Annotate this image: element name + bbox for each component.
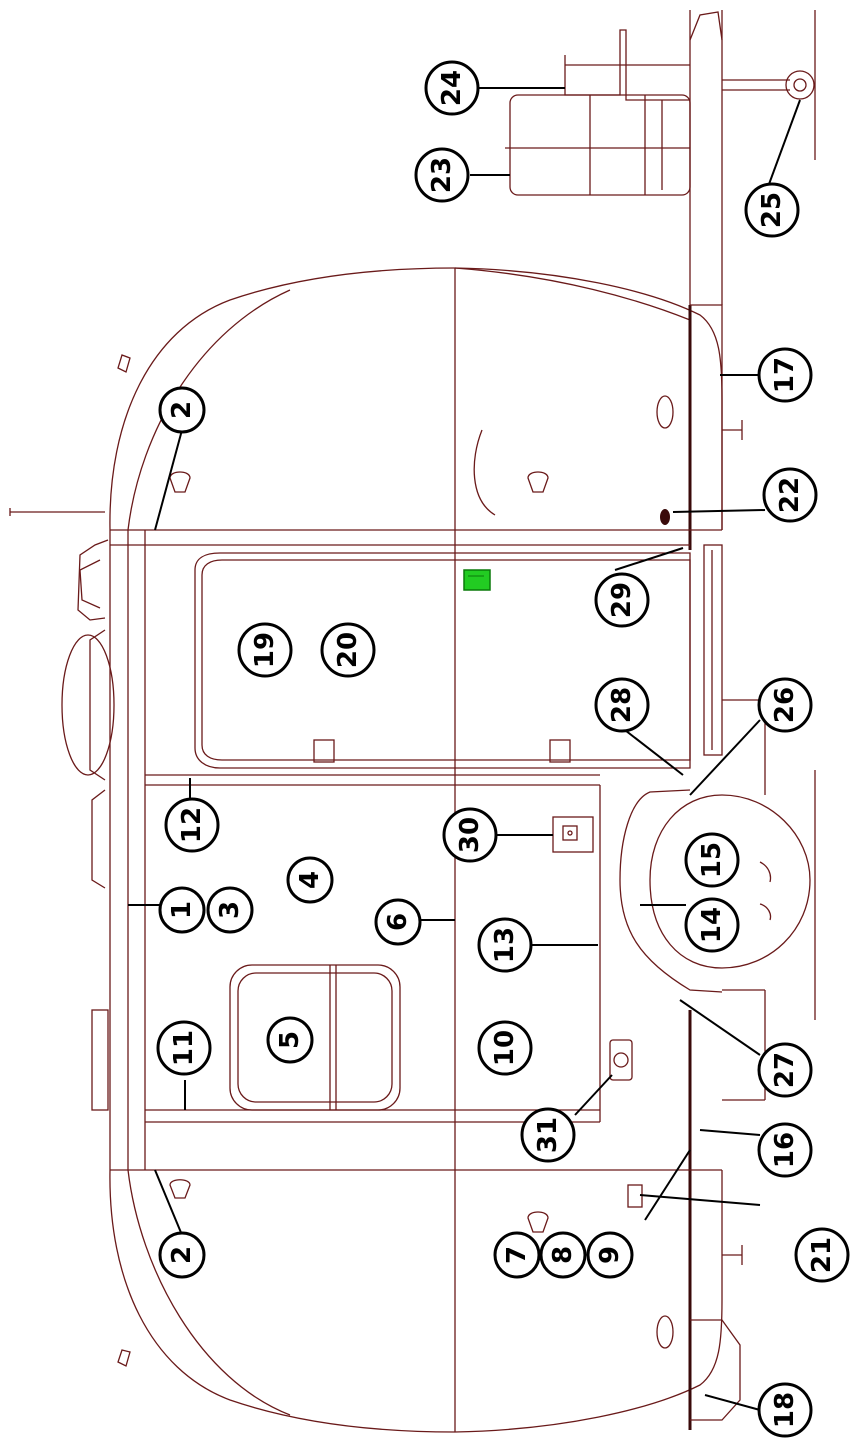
callout-28: 28: [594, 677, 650, 733]
body-markers: [169, 395, 674, 1349]
callout-18: 18: [757, 1382, 813, 1438]
callout-15: 15: [684, 832, 740, 888]
callout-label: 30: [455, 817, 485, 853]
callout-label: 1: [167, 901, 197, 919]
callout-label: 23: [427, 157, 457, 193]
roof-equipment: [9, 354, 131, 1367]
callout-13: 13: [477, 917, 533, 973]
callout-label: 15: [697, 842, 727, 878]
utility-panels: [552, 816, 633, 1081]
callout-24: 24: [424, 60, 480, 116]
callout-label: 14: [697, 907, 727, 943]
callout-19: 19: [237, 622, 293, 678]
wheel-assembly: [619, 10, 816, 1101]
callout-6: 6: [374, 898, 422, 946]
callout-26: 26: [757, 677, 813, 733]
callout-label: 29: [607, 582, 637, 618]
callout-23: 23: [414, 147, 470, 203]
callout-4: 4: [286, 856, 334, 904]
callout-16: 16: [757, 1122, 813, 1178]
callout-label: 21: [807, 1237, 837, 1273]
callout-31: 31: [520, 1107, 576, 1163]
callout-17: 16 17: [757, 347, 813, 403]
tongue-hitch: [505, 10, 815, 305]
callout-label: 22: [775, 477, 805, 513]
leader-lines: [128, 87, 801, 1411]
callout-label: 27: [770, 1052, 800, 1088]
callout-label: 26: [770, 687, 800, 723]
callout-label: 8: [548, 1246, 578, 1264]
callout-label: 9: [595, 1246, 625, 1264]
callout-27: 27: [757, 1042, 813, 1098]
entry-door: [194, 544, 723, 769]
callout-9: 9: [586, 1231, 634, 1279]
indicator-light: [463, 569, 491, 591]
callout-label: 11: [169, 1030, 199, 1066]
callout-22: 22: [762, 467, 818, 523]
callout-21: 21: [794, 1227, 850, 1283]
callout-label: 7: [502, 1246, 532, 1264]
callout-29: 29: [594, 572, 650, 628]
callout-label: 19: [250, 632, 280, 668]
callout-8: 8: [539, 1231, 587, 1279]
callout-7: 7: [493, 1231, 541, 1279]
callout-20: 20: [320, 622, 376, 678]
callout-label: 13: [490, 927, 520, 963]
callout-12: 12: [164, 797, 220, 853]
callout-label: 28: [607, 687, 637, 723]
callout-10: 10: [477, 1020, 533, 1076]
callout-label: 18: [770, 1392, 800, 1428]
callout-label: 25: [757, 192, 787, 228]
callout-11: 11: [156, 1020, 212, 1076]
callout-label: 31: [533, 1117, 563, 1153]
callout-label: 5: [275, 1031, 305, 1049]
callout-label: 10: [490, 1030, 520, 1066]
callout-2-rear: 2: [158, 1231, 206, 1279]
callout-3: 3: [206, 886, 254, 934]
callout-label: 4: [295, 871, 325, 889]
callout-label: 12: [177, 807, 207, 843]
callout-1: 1: [158, 886, 206, 934]
callout-2-front: 2: [158, 386, 206, 434]
callout-30: 30: [442, 807, 498, 863]
callout-label: 6: [383, 913, 413, 931]
callout-label: 16: [770, 1132, 800, 1168]
callout-label: 24: [437, 70, 467, 106]
callout-label: 17: [770, 357, 800, 393]
callout-25: 25: [744, 182, 800, 238]
callout-14: 14: [684, 897, 740, 953]
callout-5: 5: [266, 1016, 314, 1064]
callout-label: 2: [167, 401, 197, 419]
callout-label: 3: [215, 901, 245, 919]
callout-label: 2: [167, 1246, 197, 1264]
callout-label: 20: [333, 632, 363, 668]
side-window: [229, 964, 401, 1111]
